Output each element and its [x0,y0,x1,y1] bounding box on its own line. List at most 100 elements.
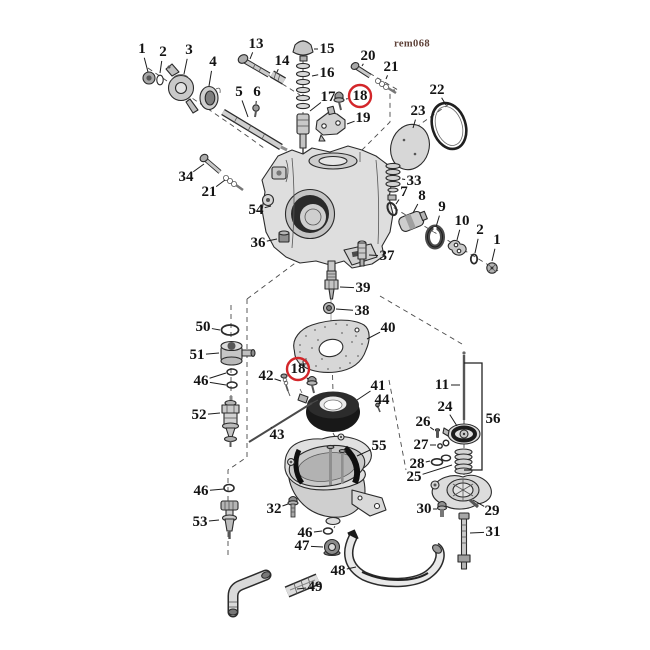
leader-line [441,97,447,106]
leader-line [469,531,485,534]
gasket-speckles [299,323,363,370]
leader-line [306,377,309,380]
part-label-44: 44 [375,392,391,408]
part-oring-7 [386,201,398,217]
part-number: 21 [202,184,217,200]
leader-line [193,163,205,173]
part-label-22: 22 [430,82,447,106]
part-label-7: 7 [395,184,408,205]
part-clamp [297,388,309,404]
leader-line [296,587,307,590]
leader-line [412,119,416,129]
part-pump-housing-29 [430,474,492,510]
part-number: 23 [411,103,426,119]
part-number: 30 [417,501,432,517]
part-label-32: 32 [267,501,289,517]
part-label-18: 18 [285,356,311,382]
part-number: 50 [196,319,211,335]
part-oring-50 [220,324,240,336]
part-label-43: 43 [270,426,285,443]
part-label-54: 54 [249,202,272,218]
part-number: 39 [356,280,371,296]
leader-line [207,412,221,415]
part-number: 24 [438,399,454,415]
part-label-13: 13 [249,36,264,60]
part-label-4: 4 [208,54,217,87]
part-carburetor-body-54 [261,145,397,269]
part-number: 8 [418,188,426,204]
part-rings-27 [437,439,450,449]
part-spring-screw-21-top [374,78,397,95]
part-number: 19 [356,110,371,126]
part-label-53: 53 [193,514,220,530]
leader-line [313,530,323,533]
part-collar-9 [425,224,445,250]
part-label-55: 55 [356,438,387,457]
part-gasket-40 [293,319,370,373]
part-label-10: 10 [455,213,470,241]
bracket-56 [464,362,483,471]
leader-line [412,203,419,214]
part-label-2: 2 [159,44,167,74]
part-label-37: 37 [368,248,395,264]
leader-line [335,308,354,311]
part-label-49: 49 [296,579,323,595]
part-piston-needle-17 [296,113,310,162]
part-number: 56 [486,411,502,427]
part-number: 1 [493,232,501,248]
part-label-47: 47 [295,538,324,554]
leader-line [376,405,379,408]
part-fuel-hose-48 [344,529,445,588]
part-label-56: 56 [486,411,502,427]
part-label-30: 30 [417,501,437,517]
part-number: 4 [209,54,217,70]
part-cable-adjuster-13 [237,54,271,78]
part-washer-2 [156,74,164,86]
part-needle-jet-39 [324,260,339,300]
part-label-29: 29 [472,499,500,519]
part-diaphragm-23 [390,123,430,171]
leader-line [208,70,213,87]
part-label-2: 2 [474,222,484,254]
part-label-50: 50 [196,319,221,335]
part-label-21: 21 [202,179,226,200]
part-number: 32 [267,501,282,517]
leader-line [310,545,324,548]
part-valve-body-8 [398,210,428,232]
part-label-26: 26 [416,414,435,431]
diagram-id-text: rem068 [394,39,430,50]
part-label-34: 34 [179,163,205,185]
part-label-52: 52 [192,407,221,423]
part-bracket-10 [447,239,467,256]
leader-line [209,488,225,491]
part-label-38: 38 [335,303,370,319]
part-number: 29 [485,503,500,519]
part-label-24: 24 [438,399,458,427]
part-label-23: 23 [411,103,426,129]
part-label-6: 6 [253,84,261,105]
part-number: 52 [192,407,207,423]
part-number: 42 [259,368,274,384]
part-number: 18 [353,88,368,104]
leader-line [276,68,279,73]
leader-line [266,238,278,242]
part-number: 18 [291,361,306,377]
part-plug-36 [278,230,290,243]
leader-line [143,57,149,73]
part-oring-46-bottom [322,527,334,535]
part-drain-screw-53 [220,500,239,539]
part-label-51: 51 [190,347,220,363]
leader-line [209,381,227,386]
leader-line [401,178,406,181]
leader-line [395,199,400,205]
part-nut-47 [323,538,341,557]
part-number: 53 [193,514,208,530]
leader-line [241,100,249,118]
part-cap-15 [292,40,314,62]
leader-line [368,254,379,256]
part-number: 27 [414,437,430,453]
part-label-42: 42 [259,368,282,384]
part-label-28: 28 [410,456,431,472]
leader-line [309,102,322,112]
part-number: 7 [400,184,408,200]
